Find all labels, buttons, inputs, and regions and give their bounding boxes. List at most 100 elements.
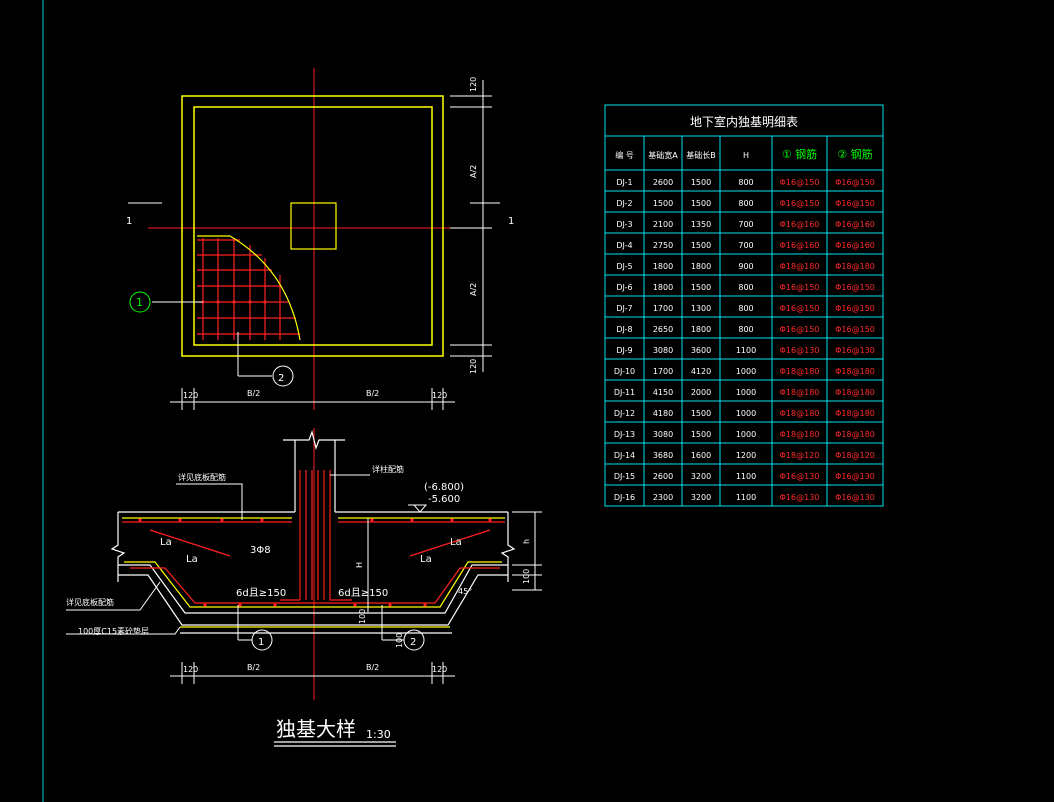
- dim-100-right: 100: [522, 569, 531, 584]
- table-cell: 2650: [653, 325, 673, 334]
- sec-dim-120-left: 120: [183, 665, 198, 674]
- table-cell: 4120: [691, 367, 711, 376]
- plan-break-arc: [197, 235, 301, 341]
- table-header-cell: 基础宽A: [648, 150, 678, 160]
- elevation-marker: [412, 504, 428, 513]
- dim-120-bottom: 120: [469, 359, 478, 374]
- table-cell: 1600: [691, 451, 711, 460]
- anchor-label-right: 6d且≥150: [338, 587, 388, 599]
- footing-outline-outer: [181, 95, 444, 357]
- table-cell: 1800: [691, 325, 711, 334]
- table-cell: 1500: [691, 283, 711, 292]
- table-cell: 2100: [653, 220, 673, 229]
- table-cell: 1300: [691, 304, 711, 313]
- section-mark-left: 1: [126, 216, 132, 227]
- table-cell: Φ16@160: [835, 220, 875, 229]
- elevation-1: (-6.800): [424, 482, 464, 493]
- table-cell: Φ16@130: [780, 493, 820, 502]
- table-cell: 1700: [653, 367, 673, 376]
- sec-dim-120-right: 120: [432, 665, 447, 674]
- table-cell: DJ-3: [616, 220, 632, 229]
- table-cell: DJ-16: [614, 493, 635, 502]
- dim-h: h: [522, 539, 531, 544]
- table-cell: 4150: [653, 388, 673, 397]
- table-cell: 4180: [653, 409, 673, 418]
- table-cell: Φ16@160: [780, 241, 820, 250]
- table-cell: 3200: [691, 472, 711, 481]
- table-cell: 1000: [736, 430, 756, 439]
- slope-label: 45°: [458, 587, 472, 596]
- footing-outline-inner: [193, 106, 433, 346]
- table-cell: 1500: [653, 199, 673, 208]
- table-cell: 1500: [691, 199, 711, 208]
- table-cell: 1100: [736, 346, 756, 355]
- table-header-cell: H: [743, 151, 749, 160]
- table-cell: Φ16@150: [780, 283, 820, 292]
- callout-2-label: 2: [278, 373, 284, 384]
- table-cell: 1700: [653, 304, 673, 313]
- table-cell: 800: [738, 304, 753, 313]
- note-column-rebar: 详柱配筋: [372, 464, 404, 474]
- table-cell: Φ16@150: [780, 178, 820, 187]
- table-header-cell: 编 号: [615, 150, 634, 160]
- caption-scale: 1:30: [366, 728, 391, 741]
- table-cell: 1500: [691, 430, 711, 439]
- table-cell: 3080: [653, 430, 673, 439]
- table-cell: 900: [738, 262, 753, 271]
- table-cell: Φ16@150: [835, 283, 875, 292]
- callout-2-circle: [272, 365, 294, 387]
- la-label-4: La: [450, 537, 462, 548]
- table-cell: DJ-5: [616, 262, 632, 271]
- table-grid: [605, 136, 883, 507]
- callout-1-circle: [129, 291, 151, 313]
- table-cell: 1500: [691, 178, 711, 187]
- section-mark-right: 1: [508, 216, 514, 227]
- table-cell: DJ-12: [614, 409, 635, 418]
- table-cell: 3600: [691, 346, 711, 355]
- table-cell: 1800: [653, 262, 673, 271]
- cushion-note: 100厚C15素砼垫层: [78, 626, 149, 636]
- section-rebar-red: [122, 470, 505, 604]
- table-header-cell: 基础长B: [686, 150, 716, 160]
- table-cell: 2600: [653, 472, 673, 481]
- dim-b2-right: B/2: [366, 389, 379, 398]
- table-cell: 1000: [736, 367, 756, 376]
- section-dim-bottom: [170, 662, 455, 684]
- sec-callout-1-label: 1: [258, 637, 264, 648]
- table-cell: Φ18@180: [835, 262, 875, 271]
- table-header-cell: ① 钢筋: [782, 147, 817, 161]
- table-cell: Φ16@130: [835, 493, 875, 502]
- table-cell: 3080: [653, 346, 673, 355]
- table-cell: 1800: [653, 283, 673, 292]
- table-cell: 800: [738, 283, 753, 292]
- table-cell: DJ-2: [616, 199, 632, 208]
- table-cell: Φ18@120: [780, 451, 820, 460]
- dim-H: H: [355, 562, 364, 568]
- table-cell: DJ-13: [614, 430, 635, 439]
- dim-120-left: 120: [183, 391, 198, 400]
- table-cell: Φ18@180: [835, 430, 875, 439]
- table-cell: Φ18@180: [780, 367, 820, 376]
- table-cell: Φ16@150: [780, 304, 820, 313]
- table-cell: Φ18@180: [780, 262, 820, 271]
- table-cell: DJ-11: [614, 388, 635, 397]
- table-cell: DJ-9: [616, 346, 632, 355]
- table-cell: Φ16@150: [835, 304, 875, 313]
- anchor-label-left: 6d且≥150: [236, 587, 286, 599]
- table-cell: 3200: [691, 493, 711, 502]
- table-cell: Φ16@150: [835, 199, 875, 208]
- section-dim-right: [512, 511, 542, 591]
- sec-callout-2-label: 2: [410, 637, 416, 648]
- table-cell: 1200: [736, 451, 756, 460]
- column-outline: [290, 202, 337, 250]
